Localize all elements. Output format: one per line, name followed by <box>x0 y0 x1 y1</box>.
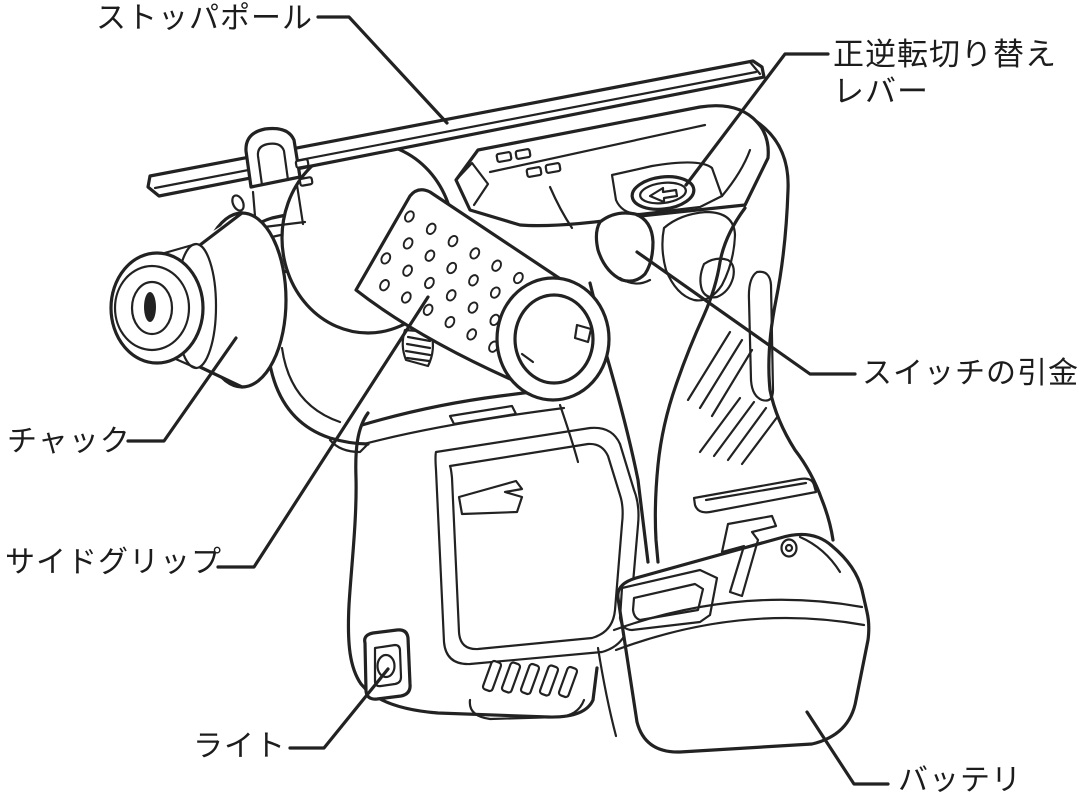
label-stopper-pole: ストッパポール <box>96 2 313 35</box>
bit-hole <box>144 292 156 322</box>
latch-button <box>780 538 798 558</box>
leader-chuck <box>126 336 238 443</box>
housing-vents <box>495 148 562 178</box>
label-switch-trigger: スイッチの引金 <box>862 357 1079 390</box>
forward-reverse-lever <box>610 161 724 216</box>
lever-arrow-icon <box>648 186 679 204</box>
leader-light <box>288 667 390 750</box>
tool-body <box>454 104 835 564</box>
label-chuck: チャック <box>7 425 131 458</box>
label-forward-reverse-lever-line2: レバー <box>833 74 929 109</box>
rod-clamp <box>244 126 314 230</box>
battery <box>612 514 871 754</box>
leader-lines <box>126 15 890 786</box>
grip-ring-inner <box>513 293 595 385</box>
front-foot <box>346 386 640 738</box>
chuck <box>109 211 288 389</box>
arrow-marking <box>457 479 524 516</box>
side-grip <box>354 188 611 402</box>
leader-switch-trigger <box>635 250 857 376</box>
leader-battery <box>805 710 890 786</box>
label-forward-reverse-lever-line1: 正逆転切り替え <box>833 37 1057 72</box>
foot-vents <box>481 659 579 699</box>
leader-fr-lever <box>684 52 830 187</box>
leader-stopper-pole <box>316 15 449 125</box>
label-forward-reverse-lever: 正逆転切り替え レバー <box>833 36 1057 110</box>
leader-side-grip <box>216 295 430 569</box>
trigger <box>594 211 655 283</box>
label-battery: バッテリ <box>898 764 1022 797</box>
label-light: ライト <box>193 730 286 763</box>
battery-latch <box>720 514 778 598</box>
handle <box>653 120 835 564</box>
label-side-grip: サイドグリップ <box>5 546 222 579</box>
